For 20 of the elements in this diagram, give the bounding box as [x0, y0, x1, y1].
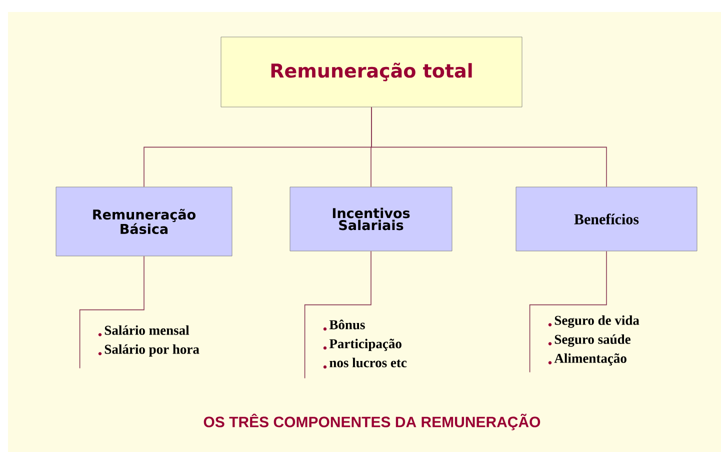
- node-label: Bônus: [329, 320, 365, 330]
- caption: OS TRÊS COMPONENTES DA REMUNERAÇÃO: [204, 414, 540, 430]
- node-label: Seguro de vida: [554, 315, 640, 328]
- connector-line: [529, 250, 607, 373]
- node-label: Participação: [329, 338, 402, 352]
- connector-line: [304, 250, 372, 379]
- title-box: Remuneração total: [220, 36, 522, 108]
- bullet-list: Bônus Participação nos lucros etc: [323, 320, 407, 369]
- category-box: Incentivos Salariais: [290, 186, 452, 252]
- node-label: Alimentação: [554, 353, 626, 366]
- node-label: nos lucros etc: [330, 358, 407, 368]
- bullet-list: Salário mensal Salário por hora: [98, 325, 200, 357]
- node-label: Seguro saúde: [554, 334, 630, 347]
- bullet-list: Seguro de vida Seguro saúde Alimentação: [548, 315, 640, 366]
- connector-line: [79, 256, 144, 369]
- category-box: Remuneração Básica: [56, 186, 232, 256]
- node-label: Salário por hora: [104, 344, 200, 357]
- node-label: Salário mensal: [104, 325, 190, 335]
- connector-line: [371, 106, 607, 188]
- category-box: Benefícios: [516, 186, 698, 252]
